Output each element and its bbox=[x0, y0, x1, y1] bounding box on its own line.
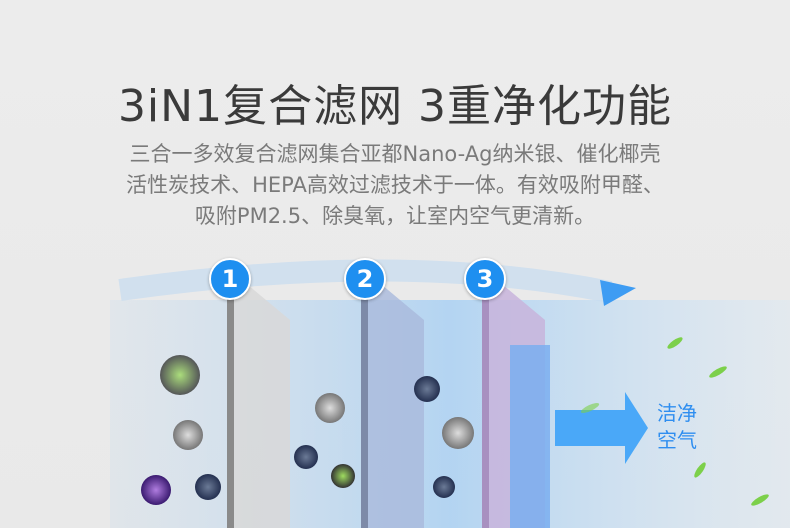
filter-2 bbox=[361, 270, 424, 528]
clean-air-arrow-icon bbox=[555, 392, 648, 464]
headline: 3iN1复合滤网 3重净化功能 bbox=[117, 81, 673, 132]
description-line: 活性炭技术、HEPA高效过滤技术于一体。有效吸附甲醛、 bbox=[126, 173, 664, 197]
clean-air-line: 洁净 bbox=[657, 401, 697, 425]
leaves bbox=[580, 337, 769, 506]
clean-air-label: 洁净 空气 bbox=[657, 400, 697, 454]
description: 三合一多效复合滤网集合亚都Nano-Ag纳米银、催化椰壳 活性炭技术、HEPA高… bbox=[0, 139, 790, 232]
filter-2-badge: 2 bbox=[344, 258, 386, 300]
description-line: 三合一多效复合滤网集合亚都Nano-Ag纳米银、催化椰壳 bbox=[129, 142, 661, 166]
pollutant-particles bbox=[141, 355, 474, 505]
filter-1 bbox=[227, 270, 290, 528]
filter-3-badge: 3 bbox=[464, 258, 506, 300]
airflow-arrow-icon bbox=[600, 280, 636, 306]
description-line: 吸附PM2.5、除臭氧，让室内空气更清新。 bbox=[194, 204, 596, 228]
clean-air-line: 空气 bbox=[657, 428, 697, 452]
filter-1-badge: 1 bbox=[209, 258, 251, 300]
